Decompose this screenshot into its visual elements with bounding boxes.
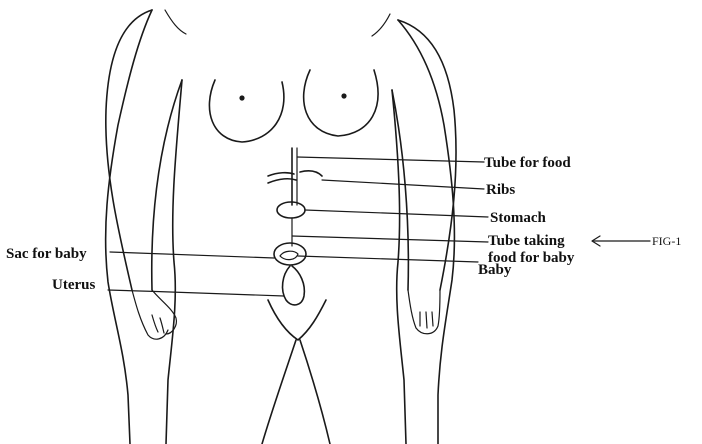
ribs-shape — [268, 171, 322, 183]
right-breast — [304, 70, 378, 136]
right-shoulder-line — [398, 20, 454, 444]
figure-label: FIG-1 — [652, 234, 681, 248]
right-waist-line — [392, 90, 406, 444]
stomach-shape — [277, 202, 305, 218]
sac-shape — [274, 243, 306, 265]
label-baby: Baby — [478, 262, 512, 278]
baby-shape — [280, 251, 298, 259]
neck-left — [165, 10, 186, 34]
leader-lines — [108, 157, 650, 296]
label-sac-for-baby: Sac for baby — [6, 246, 87, 262]
left-waist-line — [166, 80, 182, 444]
right-nipple — [341, 93, 346, 98]
body-outline — [106, 10, 455, 444]
label-uterus: Uterus — [52, 277, 95, 293]
label-tube-for-food: Tube for food — [484, 155, 571, 171]
legs — [262, 300, 330, 444]
internal-organs — [268, 148, 322, 305]
label-tube-taking-1: Tube taking — [488, 233, 565, 249]
right-arm — [392, 20, 456, 334]
left-shoulder-line — [106, 10, 152, 444]
neck-right — [372, 14, 390, 36]
label-ribs: Ribs — [486, 182, 515, 198]
uterus-shape — [283, 266, 305, 305]
label-stomach: Stomach — [490, 210, 546, 226]
left-nipple — [239, 95, 244, 100]
chest — [209, 70, 378, 142]
left-breast — [209, 80, 283, 142]
